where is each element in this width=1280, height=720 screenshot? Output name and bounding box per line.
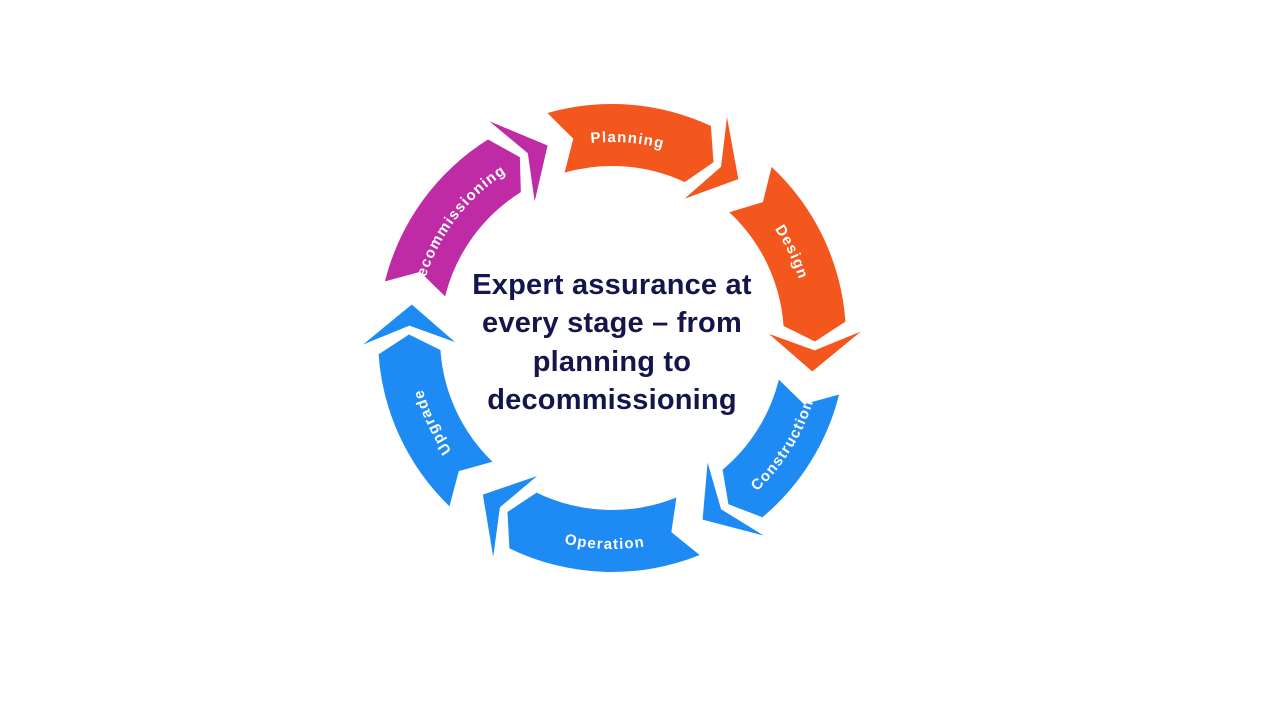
headline-line-2: every stage – from	[482, 307, 742, 340]
segment-operation-arrowhead-icon	[482, 475, 538, 557]
segment-planning-arrowhead-icon	[684, 117, 739, 199]
segment-upgrade-band	[378, 334, 493, 507]
segment-planning: Planning	[547, 103, 739, 199]
headline-line-3: planning to	[532, 345, 692, 378]
segment-design-band	[729, 166, 846, 342]
segment-design: Design	[729, 166, 861, 372]
segment-planning-band	[547, 103, 714, 183]
headline-line-4: decommissioning	[487, 383, 737, 416]
center-headline: Expert assurance at every stage – from p…	[392, 266, 832, 419]
segment-operation-band	[507, 492, 700, 573]
segment-construction-arrowhead-icon	[702, 462, 764, 536]
segment-upgrade: Upgrade	[363, 304, 493, 507]
segment-upgrade-arrowhead-icon	[363, 304, 456, 345]
segment-design-arrowhead-icon	[768, 331, 861, 372]
segment-construction-band	[722, 379, 840, 518]
segment-operation: Operation	[482, 475, 700, 573]
segment-operation-label: Operation	[563, 531, 646, 553]
headline-line-1: Expert assurance at	[472, 269, 752, 301]
segment-decommissioning-arrowhead-icon	[489, 121, 548, 202]
segment-decommissioning-band	[384, 139, 521, 297]
